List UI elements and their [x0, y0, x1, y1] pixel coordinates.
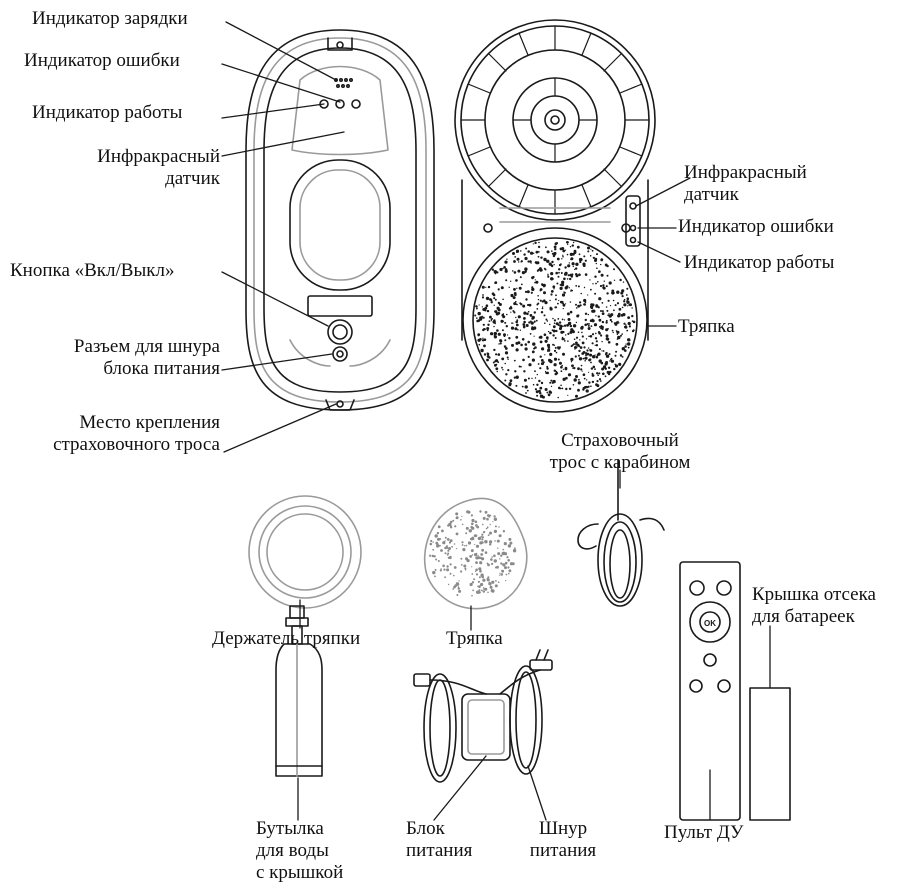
- label-rope-mount-line1: Место крепления: [4, 412, 220, 434]
- label-power-jack-line2: блока питания: [20, 358, 220, 380]
- label-rope-mount: Место крепления страховочного троса: [4, 412, 220, 456]
- cloth-holder: [249, 496, 361, 608]
- label-ir-sensor-line2: датчик: [60, 168, 220, 190]
- label-error-indicator: Индикатор ошибки: [24, 50, 180, 72]
- cloth-texture: [429, 510, 516, 596]
- label-right-ir-line1: Инфракрасный: [684, 162, 807, 184]
- label-ir-sensor-line1: Инфракрасный: [60, 146, 220, 168]
- label-bottle-line3: с крышкой: [256, 862, 343, 884]
- label-bottle-line2: для воды: [256, 840, 343, 862]
- label-right-cloth: Тряпка: [678, 316, 735, 338]
- safety-rope: [578, 460, 664, 606]
- label-cloth: Тряпка: [446, 628, 503, 650]
- label-psu: Блок питания: [406, 818, 472, 862]
- label-right-ir-sensor: Инфракрасный датчик: [684, 162, 807, 206]
- label-bottle: Бутылка для воды с крышкой: [256, 818, 343, 884]
- label-safety-rope-line2: трос с карабином: [540, 452, 700, 474]
- power-supply: [414, 650, 552, 782]
- cloth-disc-texture: [474, 241, 635, 399]
- label-battery-cover-line1: Крышка отсека: [752, 584, 876, 606]
- label-right-error: Индикатор ошибки: [678, 216, 834, 238]
- label-power-button: Кнопка «Вкл/Выкл»: [10, 260, 174, 282]
- label-battery-cover: Крышка отсека для батареек: [752, 584, 876, 628]
- label-work-indicator: Индикатор работы: [32, 102, 182, 124]
- label-right-ir-line2: датчик: [684, 184, 807, 206]
- label-power-jack: Разъем для шнура блока питания: [20, 336, 220, 380]
- label-cord: Шнур питания: [518, 818, 608, 862]
- front-robot: [246, 30, 434, 410]
- label-ir-sensor: Инфракрасный датчик: [60, 146, 220, 190]
- label-psu-line1: Блок: [406, 818, 472, 840]
- label-bottle-line1: Бутылка: [256, 818, 343, 840]
- label-charge-indicator: Индикатор зарядки: [32, 8, 188, 30]
- label-safety-rope-line1: Страховочный: [540, 430, 700, 452]
- label-cord-line1: Шнур: [518, 818, 608, 840]
- label-psu-line2: питания: [406, 840, 472, 862]
- label-cloth-holder: Держатель тряпки: [212, 628, 360, 650]
- label-power-jack-line1: Разъем для шнура: [20, 336, 220, 358]
- label-rope-mount-line2: страховочного троса: [4, 434, 220, 456]
- label-cord-line2: питания: [518, 840, 608, 862]
- label-right-work: Индикатор работы: [684, 252, 834, 274]
- back-robot: [455, 20, 655, 412]
- label-battery-cover-line2: для батареек: [752, 606, 876, 628]
- remote-ok-label: OK: [704, 619, 716, 628]
- battery-cover: [750, 688, 790, 820]
- label-safety-rope: Страховочный трос с карабином: [540, 430, 700, 474]
- label-remote: Пульт ДУ: [664, 822, 744, 844]
